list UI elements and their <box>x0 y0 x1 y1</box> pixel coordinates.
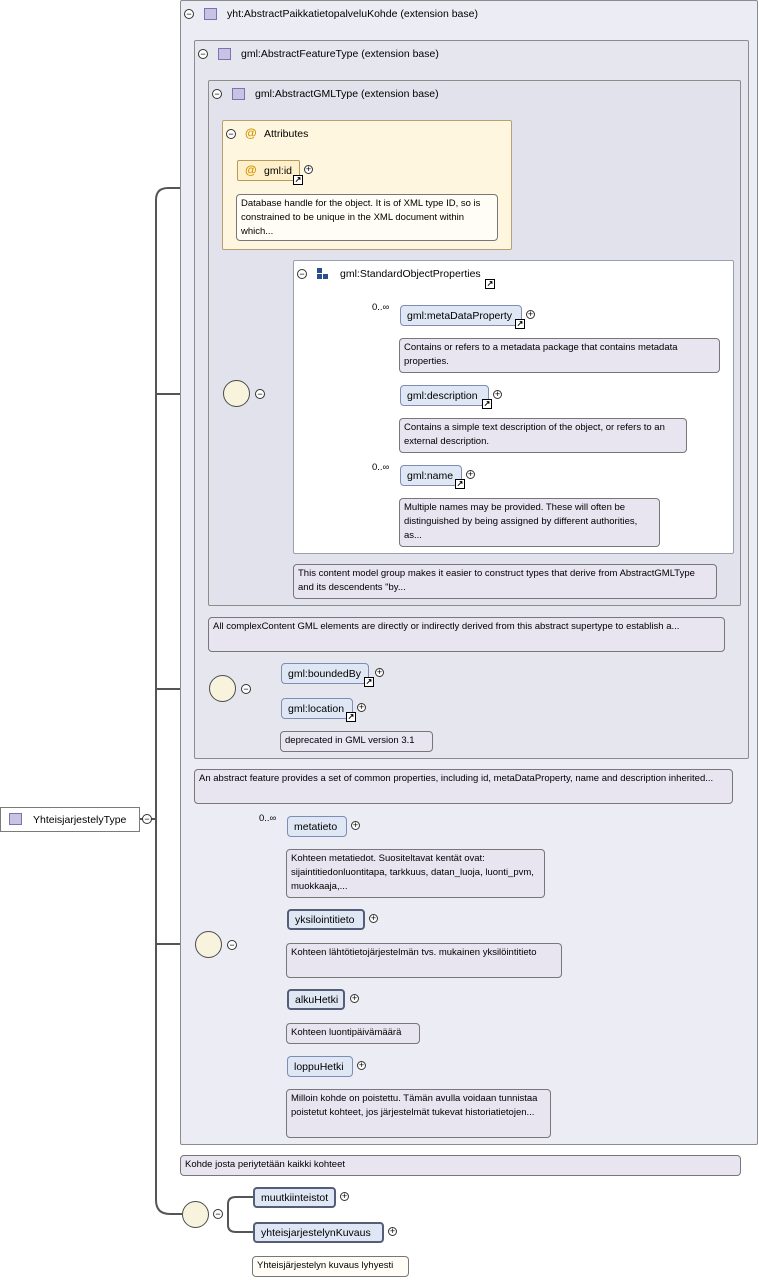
collapse-icon[interactable]: − <box>241 684 251 694</box>
element-gml-metadataproperty[interactable]: gml:metaDataProperty <box>400 305 522 326</box>
gml-frame-title: gml:AbstractGMLType (extension base) <box>255 88 439 100</box>
reference-arrow-icon[interactable]: ↗ <box>455 479 465 489</box>
element-doc: Yhteisjärjestelyn kuvaus lyhyesti <box>252 1256 409 1277</box>
element-doc: Milloin kohde on poistettu. Tämän avulla… <box>286 1089 551 1138</box>
element-doc: Kohteen lähtötietojärjestelmän tvs. muka… <box>286 943 562 978</box>
expand-icon[interactable]: + <box>493 389 502 399</box>
expand-icon[interactable]: + <box>526 309 535 319</box>
complex-type-icon <box>232 88 245 100</box>
collapse-icon[interactable]: − <box>226 129 236 139</box>
reference-arrow-icon[interactable]: ↗ <box>364 677 374 687</box>
attribute-gml-id-doc: Database handle for the object. It is of… <box>236 194 498 241</box>
collapse-icon[interactable]: − <box>255 389 265 399</box>
sequence-compositor-icon[interactable] <box>195 931 222 958</box>
sequence-compositor-icon[interactable] <box>209 675 236 702</box>
cardinality-label: 0..∞ <box>372 302 390 313</box>
element-alkuhetki[interactable]: alkuHetki <box>287 989 345 1010</box>
attribute-gml-id-label: gml:id <box>264 165 293 177</box>
gml-type-doc: All complexContent GML elements are dire… <box>208 617 725 652</box>
reference-arrow-icon[interactable]: ↗ <box>485 279 495 289</box>
element-doc: Contains a simple text description of th… <box>399 418 687 453</box>
root-label: YhteisjarjestelyType <box>33 814 127 826</box>
collapse-icon[interactable]: − <box>142 814 152 824</box>
expand-icon[interactable]: + <box>375 667 384 677</box>
collapse-icon[interactable]: − <box>198 49 208 59</box>
element-metatieto[interactable]: metatieto <box>287 816 347 837</box>
expand-icon[interactable]: + <box>357 1060 366 1070</box>
element-doc: deprecated in GML version 3.1 <box>280 731 433 752</box>
reference-arrow-icon[interactable]: ↗ <box>293 175 303 185</box>
group-icon <box>317 268 329 280</box>
collapse-icon[interactable]: − <box>184 9 194 19</box>
expand-icon[interactable]: + <box>388 1226 397 1236</box>
element-doc: Contains or refers to a metadata package… <box>399 338 720 373</box>
expand-icon[interactable]: + <box>466 469 475 479</box>
reference-arrow-icon[interactable]: ↗ <box>346 712 356 722</box>
collapse-icon[interactable]: − <box>212 89 222 99</box>
element-doc: Kohteen luontipäivämäärä <box>286 1023 420 1044</box>
attribute-gml-id[interactable] <box>237 160 300 181</box>
element-gml-location[interactable]: gml:location <box>281 698 353 719</box>
expand-icon[interactable]: + <box>357 702 366 712</box>
element-muutkiinteistot[interactable]: muutkiinteistot <box>253 1187 336 1208</box>
element-yksilointitieto[interactable]: yksilointitieto <box>287 909 365 930</box>
outer-doc: Kohde josta periytetään kaikki kohteet <box>180 1155 741 1176</box>
standard-object-properties-title: gml:StandardObjectProperties <box>340 268 481 280</box>
feature-frame-title: gml:AbstractFeatureType (extension base) <box>241 48 439 60</box>
expand-icon[interactable]: + <box>351 820 360 830</box>
outer-frame-title: yht:AbstractPaikkatietopalveluKohde (ext… <box>227 8 478 20</box>
standard-group-doc: This content model group makes it easier… <box>293 564 717 599</box>
cardinality-label: 0..∞ <box>259 813 277 824</box>
group-icon[interactable] <box>223 380 250 407</box>
attribute-icon: @ <box>245 126 257 140</box>
element-gml-name[interactable]: gml:name <box>400 465 462 486</box>
element-gml-description[interactable]: gml:description <box>400 385 489 406</box>
sequence-compositor-icon[interactable] <box>182 1201 209 1228</box>
expand-icon[interactable]: + <box>369 913 378 923</box>
feature-type-doc: An abstract feature provides a set of co… <box>194 769 733 804</box>
cardinality-label: 0..∞ <box>372 462 390 473</box>
root-complex-type[interactable]: YhteisjarjestelyType <box>0 807 140 832</box>
element-yhteisjarjestelynkuvaus[interactable]: yhteisjarjestelynKuvaus <box>253 1222 384 1243</box>
expand-icon[interactable]: + <box>340 1191 349 1201</box>
element-doc: Multiple names may be provided. These wi… <box>399 498 660 547</box>
reference-arrow-icon[interactable]: ↗ <box>482 399 492 409</box>
collapse-icon[interactable]: − <box>227 940 237 950</box>
element-loppuhetki[interactable]: loppuHetki <box>287 1056 353 1077</box>
reference-arrow-icon[interactable]: ↗ <box>515 319 525 329</box>
complex-type-icon <box>218 48 231 60</box>
complex-type-icon <box>9 813 22 825</box>
collapse-icon[interactable]: − <box>297 269 307 279</box>
expand-icon[interactable]: + <box>350 993 359 1003</box>
element-gml-boundedby[interactable]: gml:boundedBy <box>281 663 369 684</box>
attributes-title: Attributes <box>264 128 309 140</box>
collapse-icon[interactable]: − <box>213 1209 223 1219</box>
expand-icon[interactable]: + <box>304 164 313 174</box>
attribute-icon: @ <box>245 163 257 177</box>
element-doc: Kohteen metatiedot. Suositeltavat kentät… <box>286 849 545 898</box>
complex-type-icon <box>204 8 217 20</box>
